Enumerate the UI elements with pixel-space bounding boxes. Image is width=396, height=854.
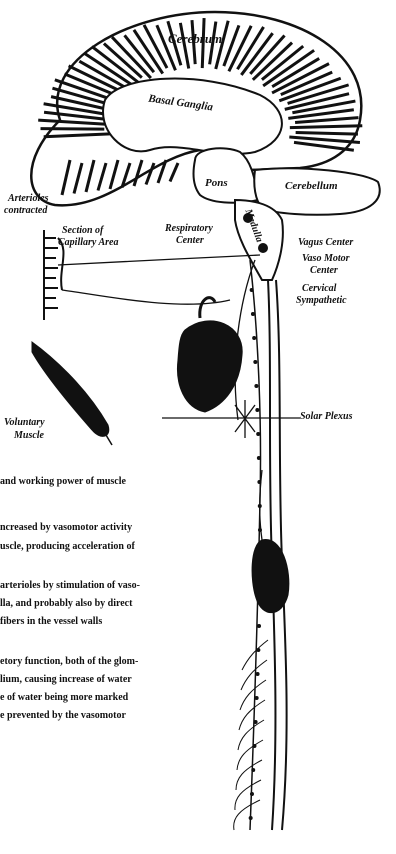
- vaso-motor-label-2: Center: [310, 266, 338, 276]
- pons-label: Pons: [205, 178, 228, 189]
- nerve-to-capillary-lower: [62, 290, 230, 304]
- nerve-branch: [238, 720, 264, 750]
- voluntary-muscle-label-1: Voluntary: [4, 418, 45, 428]
- ganglion-dot: [254, 720, 258, 724]
- gyrus-stroke: [41, 129, 105, 130]
- gyrus-stroke: [290, 126, 362, 128]
- nerve-branch: [235, 780, 261, 810]
- nerve-branch: [237, 740, 263, 770]
- heart-shape: [177, 321, 242, 412]
- section-label-2: Capillary Area: [58, 238, 118, 248]
- ganglion-dot: [250, 792, 254, 796]
- cervical-label-1: Cervical: [302, 284, 336, 294]
- ganglion-dot: [253, 360, 257, 364]
- ganglion-dot: [255, 696, 259, 700]
- vagus-center-dot: [258, 243, 268, 253]
- nerve-to-capillary-area: [58, 255, 260, 265]
- nerve-branch: [239, 700, 265, 730]
- cerebellum-label: Cerebellum: [285, 181, 338, 192]
- gyrus-stroke: [296, 132, 358, 134]
- ganglion-dot: [252, 336, 256, 340]
- arterioles-label-1: Arterioles: [8, 194, 49, 204]
- text-line-5: lla, and probably also by direct: [0, 599, 132, 609]
- text-line-1: and working power of muscle: [0, 477, 126, 487]
- text-line-6: fibers in the vessel walls: [0, 617, 102, 627]
- text-line-2: ncreased by vasomotor activity: [0, 523, 132, 533]
- cervical-label-2: Sympathetic: [296, 296, 347, 306]
- text-line-10: e prevented by the vasomotor: [0, 711, 126, 721]
- ganglion-dot: [255, 408, 259, 412]
- ganglion-dot: [256, 432, 260, 436]
- ganglion-dot: [256, 672, 260, 676]
- ganglion-dot: [251, 768, 255, 772]
- ganglion-dot: [250, 288, 254, 292]
- ganglion-dot: [257, 624, 261, 628]
- text-line-8: lium, causing increase of water: [0, 675, 132, 685]
- nerve-branch: [236, 760, 262, 790]
- respiratory-center-label-2: Center: [176, 236, 204, 246]
- text-line-7: etory function, both of the glom-: [0, 657, 138, 667]
- gyrus-stroke: [170, 163, 178, 182]
- text-line-9: e of water being more marked: [0, 693, 128, 703]
- arterioles-label-2: contracted: [4, 206, 47, 216]
- kidney-shape: [252, 540, 289, 613]
- cerebrum-label: Cerebrum: [168, 32, 222, 45]
- text-line-3: uscle, producing acceleration of: [0, 542, 135, 552]
- ganglion-dot: [254, 384, 258, 388]
- ganglion-dot: [251, 312, 255, 316]
- section-label-1: Section of: [62, 226, 103, 236]
- vaso-motor-label-1: Vaso Motor: [302, 254, 350, 264]
- respiratory-center-label-1: Respiratory: [165, 224, 213, 234]
- ganglion-dot: [249, 816, 253, 820]
- aorta: [200, 298, 215, 318]
- text-line-4: arterioles by stimulation of vaso-: [0, 581, 140, 591]
- vagus-center-label: Vagus Center: [298, 238, 353, 248]
- voluntary-muscle-label-2: Muscle: [14, 431, 44, 441]
- nerve-branch: [234, 800, 260, 830]
- ganglion-dot: [257, 456, 261, 460]
- solar-plexus-label: Solar Plexus: [300, 412, 353, 422]
